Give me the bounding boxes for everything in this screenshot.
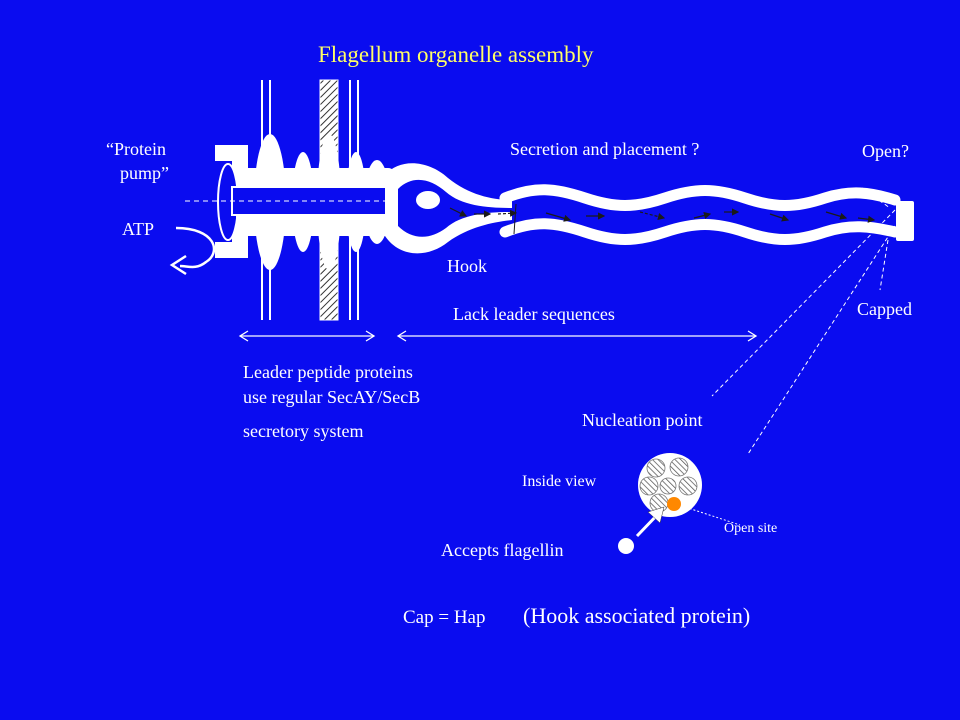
open-question-label: Open? [862,141,909,161]
accepts-flagellin-label: Accepts flagellin [441,540,564,560]
flagellin-dot [618,538,634,554]
leader-peptide-line2: use regular SecAY/SecB [243,387,421,407]
lack-leader-label: Lack leader sequences [453,304,615,324]
transport-arrows [449,207,876,223]
pointer-lines [711,187,896,455]
page-title: Flagellum organelle assembly [318,42,594,67]
open-site-label: Open site [724,521,778,536]
span-arrows [238,330,758,342]
leader-peptide-line3: secretory system [243,421,364,441]
flagellar-filament [499,184,901,245]
inside-view-label: Inside view [522,473,597,490]
hook-label: Hook [447,256,487,276]
filament-cap [896,201,914,241]
protein-pump-label-line2: pump” [120,163,169,183]
capped-label: Capped [857,299,912,319]
secretion-label: Secretion and placement ? [510,139,700,159]
cap-equals-hap-label: Cap = Hap [403,607,486,628]
atp-arrow [175,226,216,269]
hook-shape [385,163,512,254]
atp-label: ATP [122,219,155,239]
cap-inside-view [638,453,702,517]
protein-pump-label-line1: “Protein [106,139,166,159]
hook-associated-protein-label: (Hook associated protein) [523,603,751,628]
leader-peptide-line1: Leader peptide proteins [243,362,413,382]
open-site-dot [667,497,681,511]
nucleation-point-label: Nucleation point [582,410,703,430]
